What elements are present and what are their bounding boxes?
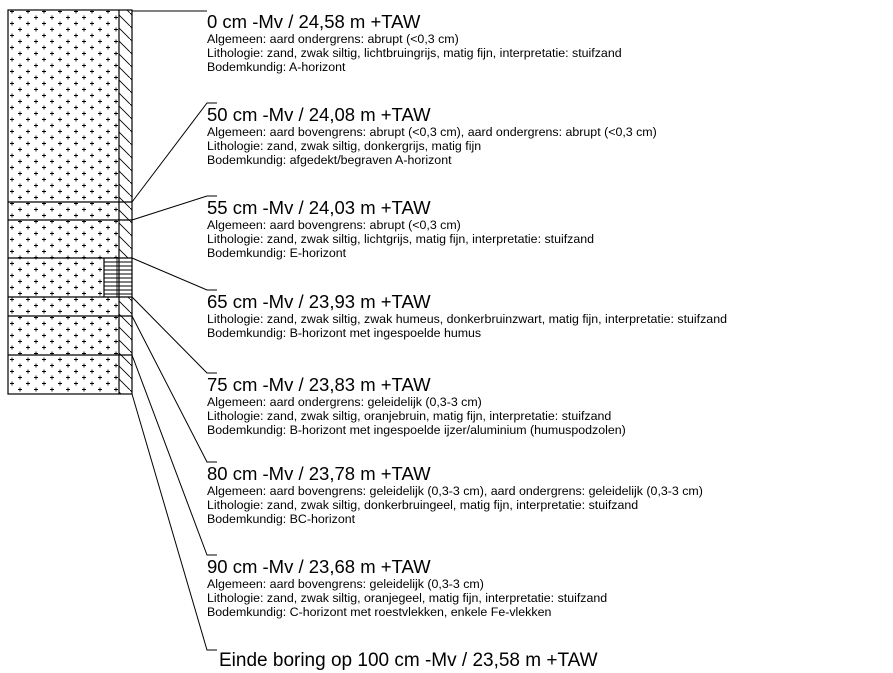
leader-line-6 <box>131 354 217 556</box>
layer-description: 65 cm -Mv / 23,93 m +TAW Lithologie: zan… <box>207 291 727 341</box>
layer-depth-heading: 90 cm -Mv / 23,68 m +TAW <box>207 556 431 577</box>
leader-line-1 <box>131 102 217 203</box>
layer-soil: Bodemkundig: afgedekt/begraven A-horizon… <box>207 153 452 167</box>
layer-soil: Bodemkundig: C-horizont met roestvlekken… <box>207 605 552 619</box>
layer-lithology: Lithologie: zand, zwak siltig, lichtbrui… <box>207 46 622 60</box>
layer-soil: Bodemkundig: B-horizont met ingespoelde … <box>207 423 626 437</box>
layer-soil: Bodemkundig: BC-horizont <box>207 512 356 526</box>
layer-lithology: Lithologie: zand, zwak siltig, oranjebru… <box>207 409 612 423</box>
layer-depth-heading: 75 cm -Mv / 23,83 m +TAW <box>207 374 431 395</box>
layer-general: Algemeen: aard ondergrens: geleidelijk (… <box>207 395 482 409</box>
layer-depth-heading: 0 cm -Mv / 24,58 m +TAW <box>207 11 421 32</box>
layer-description: 0 cm -Mv / 24,58 m +TAW Algemeen: aard o… <box>207 11 622 75</box>
layer-general: Algemeen: aard bovengrens: geleidelijk (… <box>207 484 703 498</box>
layer-lithology: Lithologie: zand, zwak siltig, lichtgrij… <box>207 232 595 246</box>
layer-lithology: Lithologie: zand, zwak siltig, oranjegee… <box>207 591 608 605</box>
layer-depth-heading: 55 cm -Mv / 24,03 m +TAW <box>207 197 431 218</box>
layer-description: 90 cm -Mv / 23,68 m +TAW Algemeen: aard … <box>207 556 608 620</box>
layer-description: 55 cm -Mv / 24,03 m +TAW Algemeen: aard … <box>207 197 595 261</box>
layer-general: Algemeen: aard bovengrens: abrupt (<0,3 … <box>207 218 461 232</box>
layer-description: 80 cm -Mv / 23,78 m +TAW Algemeen: aard … <box>207 463 703 527</box>
layer-soil: Bodemkundig: A-horizont <box>207 60 346 74</box>
leader-line-5 <box>131 315 217 463</box>
leader-line-3 <box>131 257 217 291</box>
layer-general: Algemeen: aard bovengrens: abrupt (<0,3 … <box>207 125 657 139</box>
layer-description: 50 cm -Mv / 24,08 m +TAW Algemeen: aard … <box>207 104 657 168</box>
layer-soil: Bodemkundig: B-horizont met ingespoelde … <box>207 326 482 340</box>
layer-depth-heading: 65 cm -Mv / 23,93 m +TAW <box>207 291 431 312</box>
layer-soil: Bodemkundig: E-horizont <box>207 246 347 260</box>
layer-boundaries <box>8 201 132 356</box>
leader-lines <box>131 10 217 651</box>
layer-lithology: Lithologie: zand, zwak siltig, donkergri… <box>207 139 482 153</box>
layer-description: 75 cm -Mv / 23,83 m +TAW Algemeen: aard … <box>207 374 626 438</box>
leader-line-2 <box>131 195 217 221</box>
layer-general: Algemeen: aard bovengrens: geleidelijk (… <box>207 577 484 591</box>
leader-line-end <box>131 393 217 651</box>
layer-lithology: Lithologie: zand, zwak siltig, donkerbru… <box>207 498 639 512</box>
layer-depth-heading: 50 cm -Mv / 24,08 m +TAW <box>207 104 431 125</box>
humus-band-lines <box>104 258 132 297</box>
leader-line-4 <box>131 296 217 374</box>
humus-band-fill <box>104 258 132 297</box>
layer-lithology: Lithologie: zand, zwak siltig, zwak hume… <box>207 312 727 326</box>
end-of-boring-label: Einde boring op 100 cm -Mv / 23,58 m +TA… <box>219 650 598 671</box>
layer-general: Algemeen: aard ondergrens: abrupt (<0,3 … <box>207 32 459 46</box>
layer-depth-heading: 80 cm -Mv / 23,78 m +TAW <box>207 463 431 484</box>
lithology-column <box>7 9 133 395</box>
